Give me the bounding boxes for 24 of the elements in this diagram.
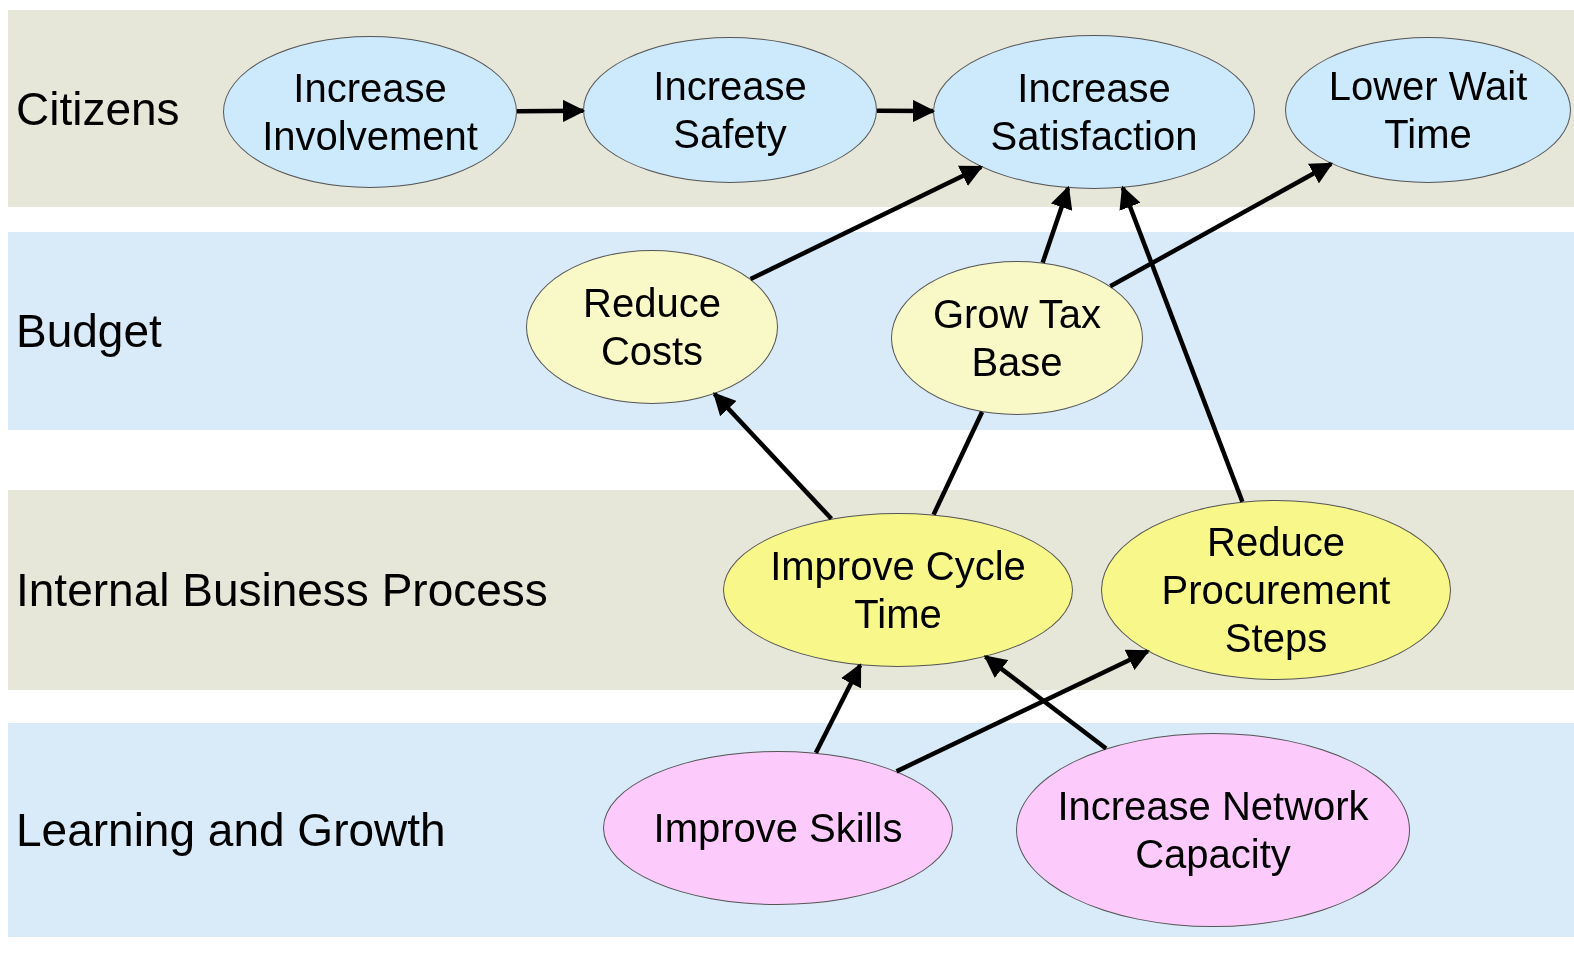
arrow [712, 392, 834, 521]
perspective-band: Internal Business Process Improve Cycle Time Reduce Procurement Steps [8, 490, 1574, 690]
goal-ellipse: Increase Network Capacity [1016, 733, 1410, 927]
perspective-band: Citizens Increase Involvement Increase Safety Increase Satisfaction Lower Wait Time [8, 10, 1574, 207]
goal-ellipse: Reduce Costs [526, 250, 778, 404]
goal-ellipse: Reduce Procurement Steps [1101, 500, 1451, 680]
goal-ellipse: Improve Cycle Time [723, 513, 1073, 667]
arrow [1109, 161, 1334, 289]
goal-ellipse: Increase Involvement [223, 36, 517, 188]
goal-ellipse: Grow Tax Base [891, 261, 1143, 415]
perspective-band: Learning and Growth Improve Skills Increase Network Capacity [8, 723, 1574, 937]
perspective-band: Budget Reduce Costs Grow Tax Base [8, 232, 1574, 430]
arrow [1040, 185, 1073, 264]
goal-ellipse: Lower Wait Time [1285, 37, 1571, 183]
goal-ellipse: Improve Skills [603, 751, 953, 905]
arrow [983, 654, 1108, 751]
arrow [895, 649, 1150, 774]
arrow [517, 99, 586, 123]
arrow [877, 99, 936, 123]
goal-ellipse: Increase Satisfaction [933, 35, 1255, 189]
arrow [1119, 185, 1245, 503]
goal-ellipse: Increase Safety [583, 37, 877, 183]
arrow [813, 663, 863, 754]
arrow [749, 164, 984, 282]
